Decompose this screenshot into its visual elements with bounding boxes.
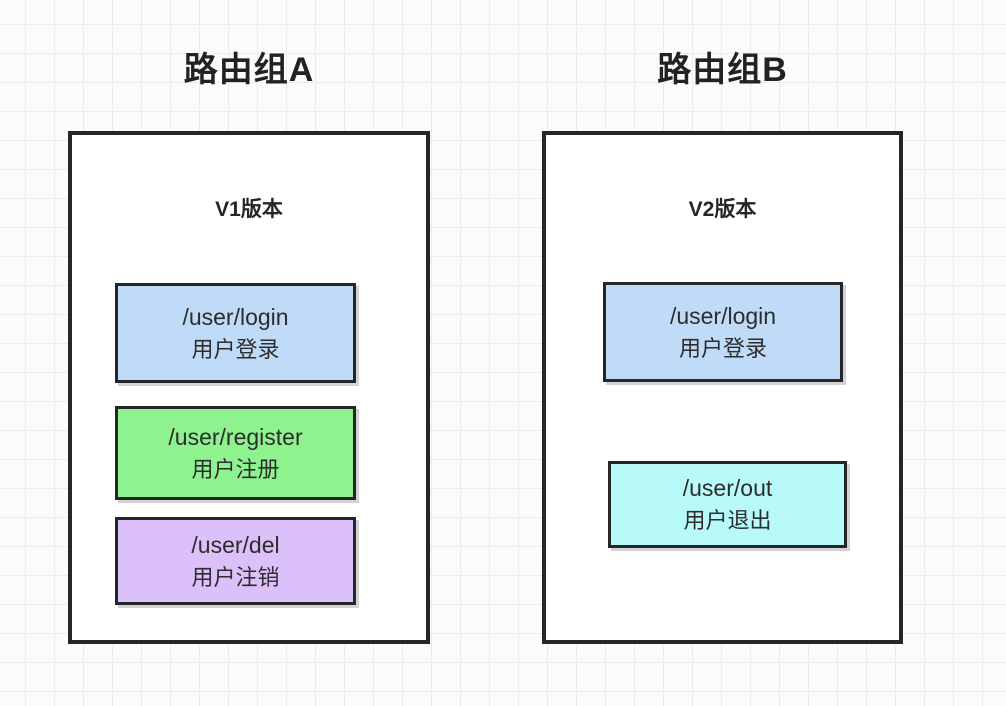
group-a-title: 路由组A	[183, 51, 315, 89]
route-box-b-user-out: /user/out 用户退出	[608, 461, 847, 548]
group-b-container: V2版本 /user/login 用户登录 /user/out 用户退出	[542, 131, 903, 644]
group-a-container: V1版本 /user/login 用户登录 /user/register 用户注…	[68, 131, 430, 644]
route-path: /user/login	[182, 303, 289, 330]
route-label: 用户注销	[191, 564, 280, 590]
route-label: 用户退出	[683, 508, 772, 533]
group-a-version-label: V1版本	[215, 198, 283, 221]
group-b-title: 路由组B	[657, 51, 788, 89]
group-b-version-label: V2版本	[688, 198, 757, 221]
route-path: /user/register	[168, 423, 303, 450]
route-box-a-user-register: /user/register 用户注册	[115, 406, 356, 500]
route-label: 用户登录	[678, 335, 767, 361]
route-box-b-user-login: /user/login 用户登录	[603, 282, 843, 382]
route-path: /user/login	[669, 302, 777, 329]
route-path: /user/out	[682, 475, 773, 501]
route-box-a-user-del: /user/del 用户注销	[115, 517, 356, 605]
route-label: 用户登录	[191, 336, 280, 362]
route-path: /user/del	[191, 531, 280, 558]
route-label: 用户注册	[191, 456, 280, 482]
route-box-a-user-login: /user/login 用户登录	[115, 283, 356, 383]
